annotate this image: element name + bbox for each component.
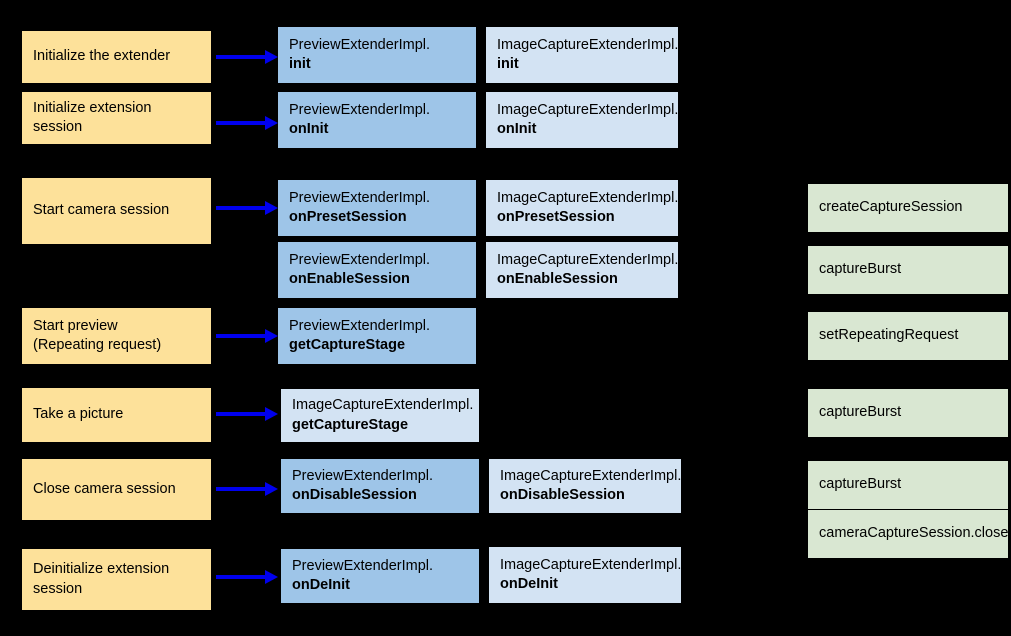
call-class: ImageCaptureExtenderImpl. — [497, 189, 679, 206]
stage-box-close-camera-session[interactable]: Close camera session — [22, 459, 211, 520]
stage-label: Initialize the extender — [33, 48, 171, 65]
call-method: onDisableSession — [292, 487, 417, 503]
call-class: ImageCaptureExtenderImpl. — [292, 397, 474, 414]
call-class: PreviewExtenderImpl. — [289, 101, 431, 118]
call-class: PreviewExtenderImpl. — [292, 467, 434, 484]
call-class: ImageCaptureExtenderImpl. — [500, 556, 682, 573]
call-class: ImageCaptureExtenderImpl. — [497, 36, 679, 53]
stage-box-init-extension-session[interactable]: Initialize extension session — [22, 92, 211, 144]
call-class: ImageCaptureExtenderImpl. — [500, 467, 682, 484]
preview-call-box-ondisablesession[interactable]: PreviewExtenderImpl. onDisableSession — [281, 459, 479, 513]
preview-call-box-onenablesession[interactable]: PreviewExtenderImpl. onEnableSession — [278, 242, 476, 298]
api-label: captureBurst — [819, 404, 902, 421]
call-method: init — [497, 56, 519, 72]
capture-call-box-onenablesession[interactable]: ImageCaptureExtenderImpl. onEnableSessio… — [486, 242, 678, 298]
preview-call-box-oninit[interactable]: PreviewExtenderImpl. onInit — [278, 92, 476, 148]
api-call-box-captureburst-2[interactable]: captureBurst — [808, 389, 1008, 437]
call-method: onInit — [497, 121, 537, 137]
stage-label: Close camera session — [33, 480, 176, 497]
api-call-box-cameracapturesessionclose[interactable]: cameraCaptureSession.close — [808, 510, 1008, 558]
api-call-box-captureburst-1[interactable]: captureBurst — [808, 246, 1008, 294]
api-label: createCaptureSession — [819, 199, 963, 216]
call-class: ImageCaptureExtenderImpl. — [497, 101, 679, 118]
call-method: onDisableSession — [500, 487, 625, 503]
capture-call-box-init[interactable]: ImageCaptureExtenderImpl. init — [486, 27, 678, 83]
call-method: getCaptureStage — [289, 337, 406, 353]
stage-label-line2: (Repeating request) — [33, 337, 162, 353]
call-class: PreviewExtenderImpl. — [289, 189, 431, 206]
stage-box-deinit-extension-session[interactable]: Deinitialize extension session — [22, 549, 211, 610]
call-class: PreviewExtenderImpl. — [289, 317, 431, 334]
call-method: onPresetSession — [497, 209, 615, 225]
stage-box-start-preview[interactable]: Start preview (Repeating request) — [22, 308, 211, 364]
stage-box-init-extender[interactable]: Initialize the extender — [22, 31, 211, 83]
api-call-box-captureburst-3[interactable]: captureBurst — [808, 461, 1008, 509]
call-class: PreviewExtenderImpl. — [292, 557, 434, 574]
stage-label-line1: Initialize extension — [33, 99, 152, 116]
api-call-box-setrepeatingrequest[interactable]: setRepeatingRequest — [808, 312, 1008, 360]
call-class: PreviewExtenderImpl. — [289, 251, 431, 268]
call-method: getCaptureStage — [292, 416, 409, 433]
stage-label-line2: session — [33, 119, 83, 135]
preview-call-box-init[interactable]: PreviewExtenderImpl. init — [278, 27, 476, 83]
api-label: setRepeatingRequest — [819, 327, 959, 344]
api-label: cameraCaptureSession.close — [819, 525, 1009, 542]
call-class: ImageCaptureExtenderImpl. — [497, 251, 679, 268]
stage-box-take-picture[interactable]: Take a picture — [22, 388, 211, 442]
stage-label: Start camera session — [33, 202, 170, 219]
stage-label-line1: Start preview — [33, 317, 118, 334]
stage-label-line1: Deinitialize extension — [33, 561, 170, 578]
api-label: captureBurst — [819, 476, 902, 493]
call-method: onEnableSession — [497, 271, 618, 287]
call-class: PreviewExtenderImpl. — [289, 36, 431, 53]
preview-call-box-onpresetsession[interactable]: PreviewExtenderImpl. onPresetSession — [278, 180, 476, 236]
call-method: onInit — [289, 121, 329, 137]
stage-label-line2: session — [33, 580, 83, 597]
api-call-box-createcapturesession[interactable]: createCaptureSession — [808, 184, 1008, 232]
stage-box-start-camera-session[interactable]: Start camera session — [22, 178, 211, 244]
stage-label: Take a picture — [33, 406, 124, 423]
call-method: init — [289, 56, 311, 72]
capture-call-box-getcapturestage[interactable]: ImageCaptureExtenderImpl. getCaptureStag… — [281, 389, 479, 442]
api-label: captureBurst — [819, 261, 902, 278]
capture-call-box-oninit[interactable]: ImageCaptureExtenderImpl. onInit — [486, 92, 678, 148]
capture-call-box-ondeinit[interactable]: ImageCaptureExtenderImpl. onDeInit — [489, 547, 681, 603]
preview-call-box-getcapturestage[interactable]: PreviewExtenderImpl. getCaptureStage — [278, 308, 476, 364]
call-method: onPresetSession — [289, 209, 407, 225]
call-method: onDeInit — [292, 577, 350, 593]
call-method: onDeInit — [500, 576, 558, 592]
call-method: onEnableSession — [289, 271, 410, 287]
capture-call-box-onpresetsession[interactable]: ImageCaptureExtenderImpl. onPresetSessio… — [486, 180, 678, 236]
capture-call-box-ondisablesession[interactable]: ImageCaptureExtenderImpl. onDisableSessi… — [489, 459, 681, 513]
preview-call-box-ondeinit[interactable]: PreviewExtenderImpl. onDeInit — [281, 549, 479, 603]
